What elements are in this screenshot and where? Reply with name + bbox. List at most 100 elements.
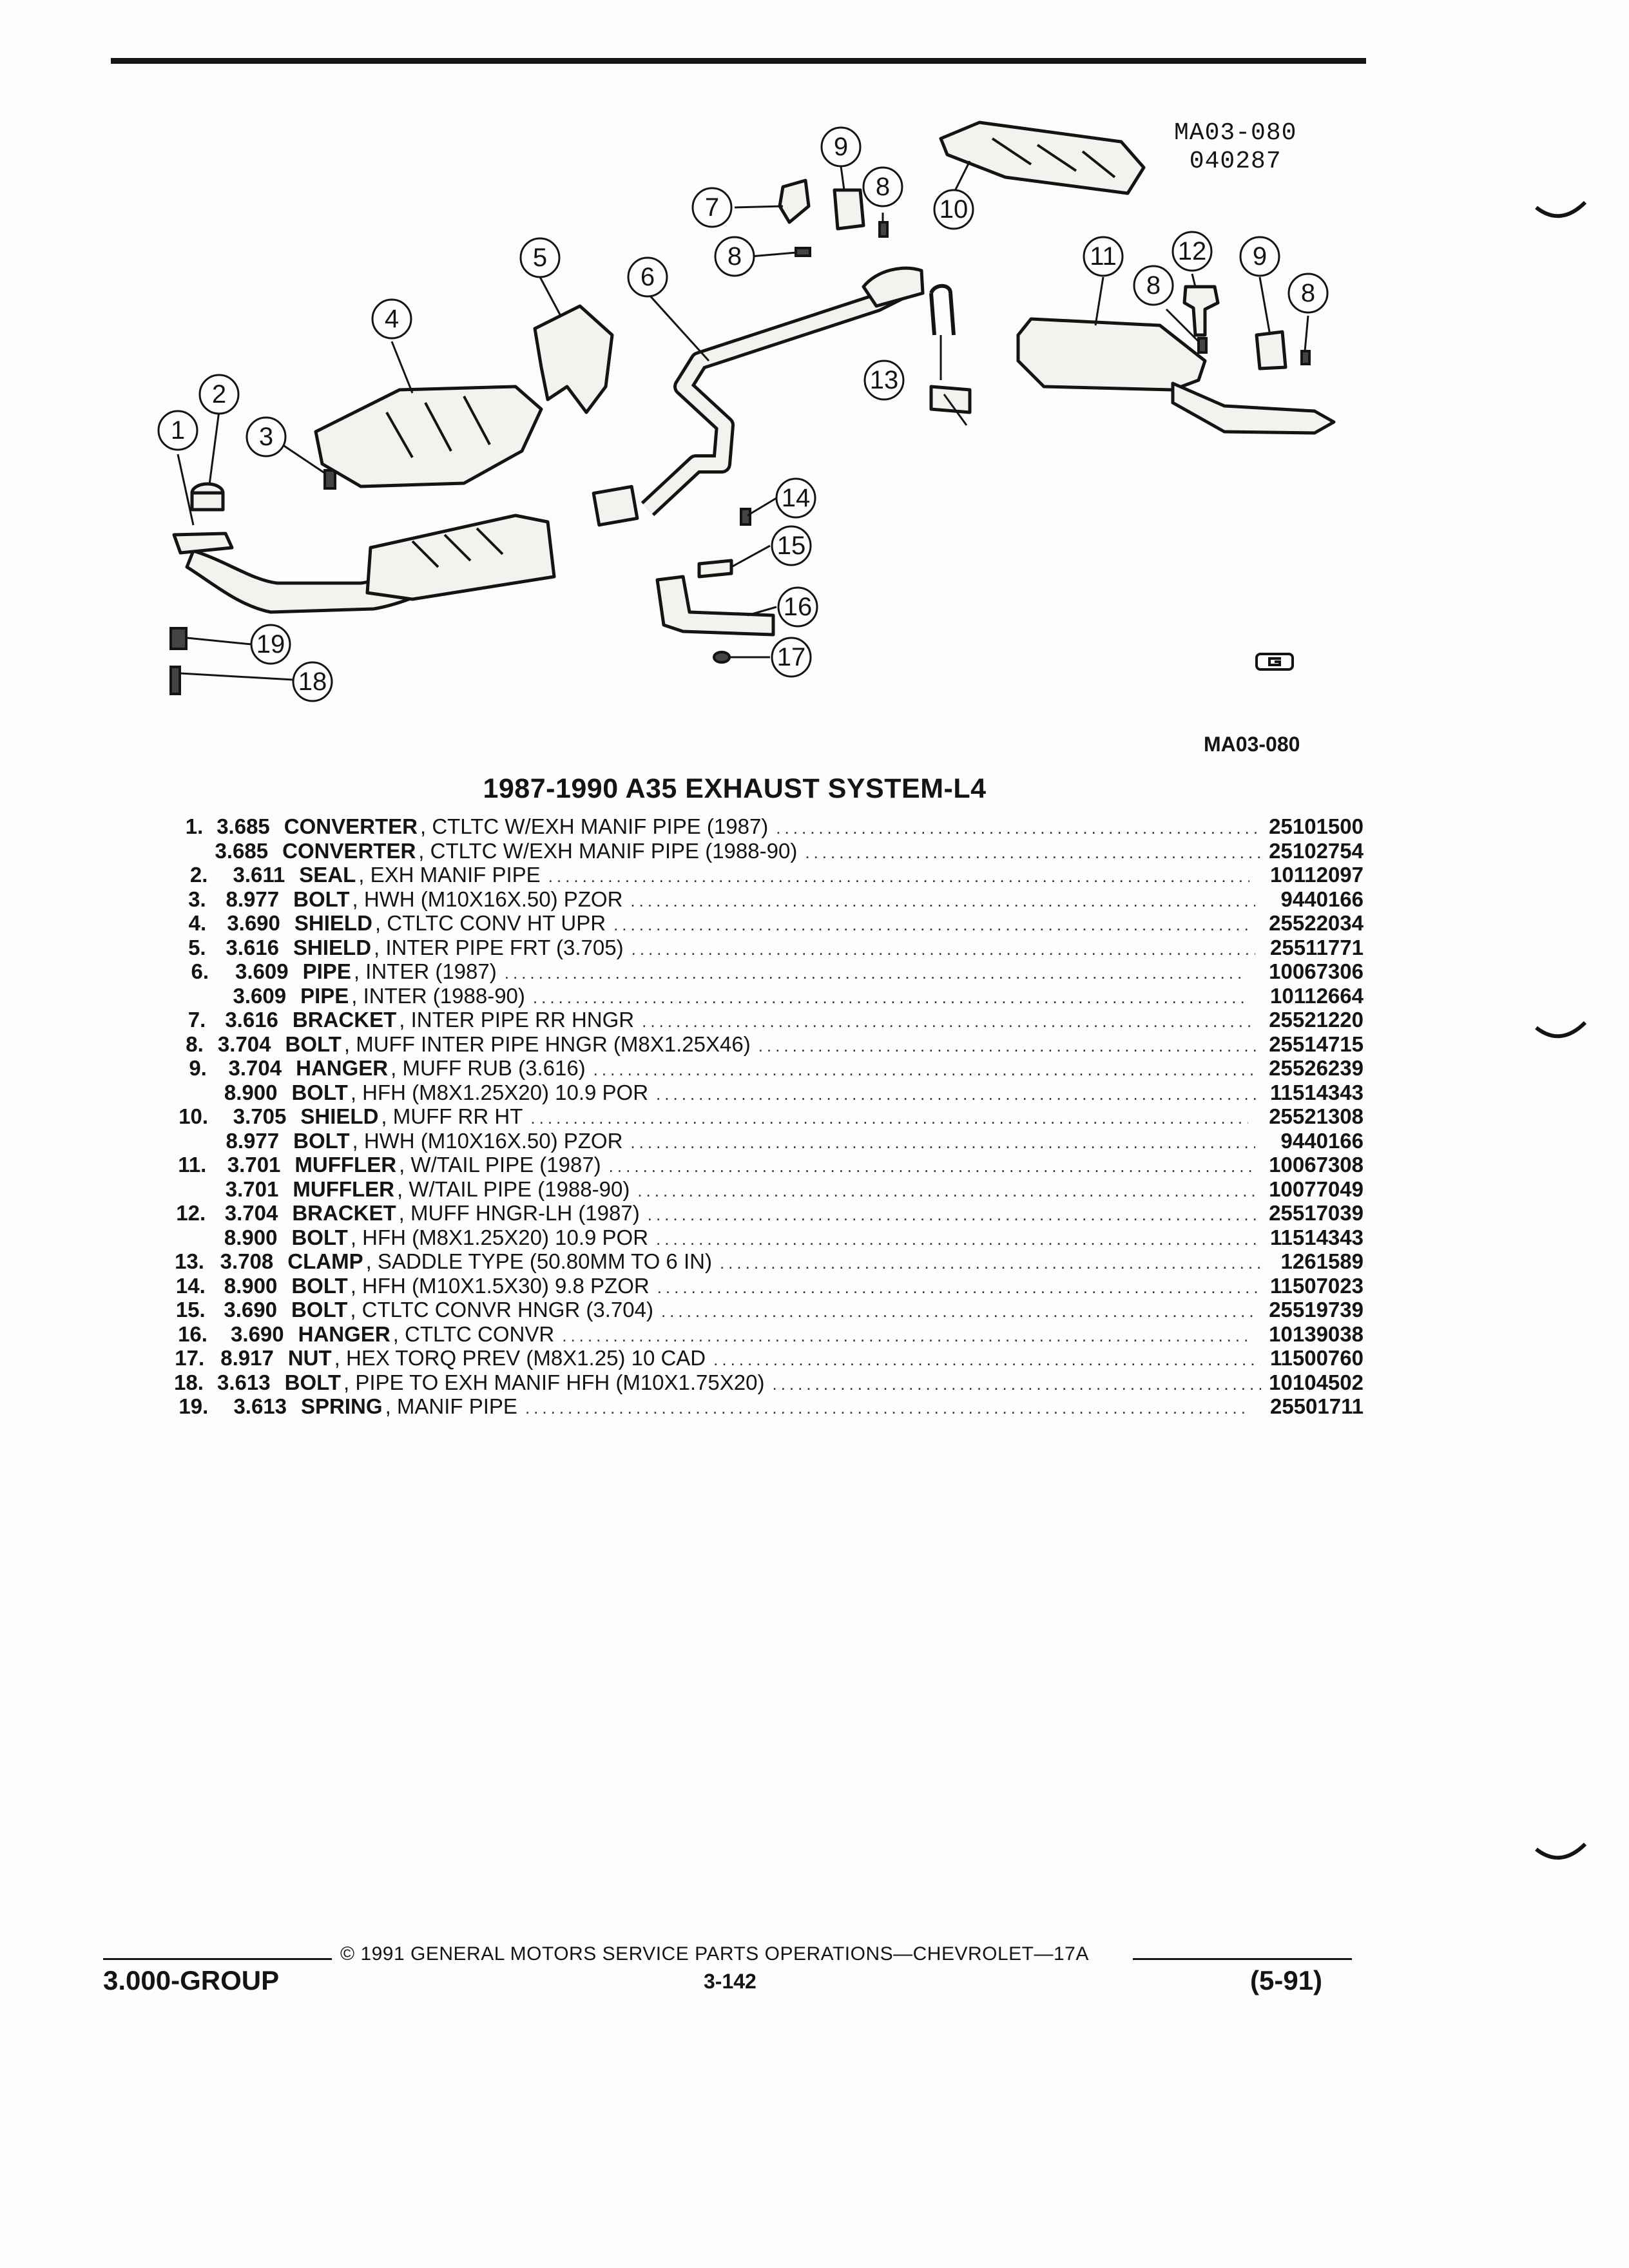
group-number: 3.609 — [233, 983, 287, 1008]
dot-leader: ........................................… — [719, 1253, 1261, 1273]
dot-leader: ........................................… — [530, 1108, 1248, 1128]
group-number: 8.977 — [226, 887, 280, 911]
part-detail: , INTER PIPE RR HNGR — [399, 1008, 635, 1032]
part-name: BRACKET — [292, 1201, 396, 1225]
part-detail: , INTER (1987) — [353, 959, 497, 983]
part-description: BRACKET, MUFF HNGR-LH (1987)............… — [292, 1201, 1264, 1225]
footer-date: (5-91) — [1250, 1965, 1323, 1995]
item-number: 13. — [175, 1249, 204, 1273]
tail-pipe-part — [1171, 381, 1336, 435]
group-number: 3.685 — [217, 814, 270, 838]
item-number: 7. — [188, 1008, 206, 1032]
part-name: SHIELD — [293, 935, 372, 959]
bracket-12-part — [1182, 285, 1220, 337]
part-description: SPRING, MANIF PIPE......................… — [301, 1394, 1256, 1419]
part-detail: , MUFF RR HT — [381, 1104, 523, 1128]
group-number: 3.616 — [226, 935, 280, 959]
diagram-code-line2: 040287 — [1189, 148, 1282, 175]
part-name: PIPE — [300, 983, 349, 1008]
part-number: 9440166 — [1280, 887, 1364, 911]
part-name: SHIELD — [294, 911, 372, 935]
part-detail: , W/TAIL PIPE (1988-90) — [397, 1177, 630, 1201]
part-description: SHIELD, MUFF RR HT......................… — [300, 1104, 1256, 1129]
part-description: NUT, HEX TORQ PREV (M8X1.25) 10 CAD.....… — [288, 1346, 1268, 1370]
part-detail: , HWH (M10X16X.50) PZOR — [352, 887, 623, 911]
bolt-18-part — [169, 666, 181, 695]
top-rule — [111, 58, 1366, 64]
part-number: 10112097 — [1270, 863, 1364, 887]
part-detail: , W/TAIL PIPE (1987) — [399, 1153, 601, 1177]
dot-leader: ........................................… — [805, 842, 1261, 862]
callout-4: 4 — [385, 305, 399, 333]
part-detail: , PIPE TO EXH MANIF HFH (M10X1.75X20) — [343, 1370, 765, 1394]
item-number: 15. — [175, 1298, 206, 1321]
binder-mark-icon — [1535, 201, 1586, 218]
part-detail: , CTLTC CONVR HNGR (3.704) — [350, 1298, 653, 1321]
dot-leader: ........................................… — [642, 1012, 1256, 1031]
item-number: 18. — [174, 1370, 204, 1394]
part-number: 25522034 — [1269, 911, 1364, 935]
group-number: 3.609 — [235, 959, 289, 983]
part-number: 25521308 — [1269, 1104, 1364, 1128]
part-name: BOLT — [291, 1273, 348, 1298]
part-description: BOLT, HWH (M10X16X.50) PZOR.............… — [293, 887, 1263, 912]
bolt-15-part — [697, 559, 733, 579]
part-description: PIPE, INTER (1988-90)...................… — [300, 984, 1256, 1008]
shield-4-part — [314, 385, 543, 488]
callout-7: 7 — [705, 193, 719, 222]
part-number: 11514343 — [1269, 1080, 1364, 1104]
item-number: 10. — [178, 1104, 209, 1128]
item-number: 2. — [189, 863, 208, 887]
converter-part — [172, 514, 556, 614]
clamp-13-part — [929, 385, 972, 414]
callout-9a: 9 — [834, 133, 848, 161]
group-number: 8.900 — [224, 1225, 278, 1249]
part-description: BOLT, HWH (M10X16X.50) PZOR.............… — [293, 1129, 1263, 1153]
item-number: 14. — [175, 1273, 206, 1298]
part-description: CONVERTER, CTLTC W/EXH MANIF PIPE (1988-… — [282, 839, 1269, 863]
part-detail: , HFH (M8X1.25X20) 10.9 POR — [350, 1080, 649, 1104]
dot-leader: ........................................… — [660, 1302, 1258, 1321]
part-name: CLAMP — [287, 1249, 363, 1273]
item-number: 1. — [185, 814, 204, 838]
bolt-8b-part — [878, 221, 889, 238]
part-number: 25102754 — [1269, 838, 1364, 863]
part-detail: , CTLTC W/EXH MANIF PIPE (1988-90) — [418, 838, 798, 863]
dot-leader: ........................................… — [631, 939, 1255, 959]
dot-leader: ........................................… — [647, 1205, 1257, 1224]
binder-mark-icon — [1535, 1021, 1586, 1039]
group-number: 3.611 — [233, 863, 285, 887]
part-number: 10104502 — [1269, 1370, 1364, 1394]
muffler-11-part — [1016, 317, 1207, 392]
part-detail: , MUFF RUB (3.616) — [390, 1056, 586, 1080]
part-name: SEAL — [299, 863, 356, 887]
group-number: 8.917 — [220, 1346, 274, 1370]
spring-19-part — [169, 627, 188, 650]
dot-leader: ........................................… — [772, 1374, 1262, 1394]
footer-group: 3.000-GROUP — [103, 1965, 280, 1995]
part-number: 25519739 — [1269, 1298, 1364, 1321]
bolt-8c-part — [1197, 337, 1208, 354]
part-name: CONVERTER — [282, 838, 416, 863]
item-number: 4. — [188, 911, 207, 935]
part-number: 25511771 — [1269, 935, 1364, 959]
shield-10-part — [939, 120, 1146, 195]
group-number: 8.900 — [224, 1080, 278, 1104]
bracket-7-part — [778, 178, 811, 224]
part-detail: , CTLTC CONV HT UPR — [374, 911, 606, 935]
dot-leader: ........................................… — [637, 1180, 1255, 1200]
part-name: MUFFLER — [294, 1153, 397, 1177]
callout-6: 6 — [641, 263, 655, 291]
dot-leader: ........................................… — [713, 1350, 1260, 1369]
item-number: 11. — [178, 1153, 207, 1177]
pipe-flange — [592, 485, 639, 527]
